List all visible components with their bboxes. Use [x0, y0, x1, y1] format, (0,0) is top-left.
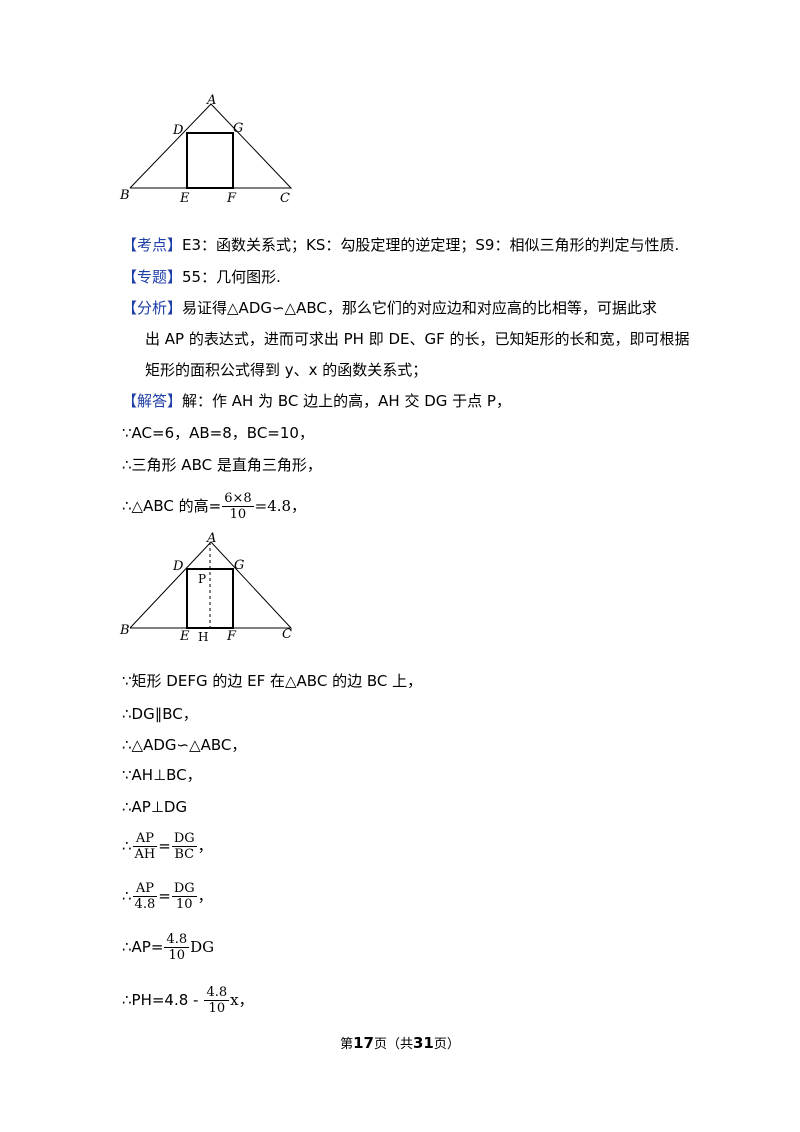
footer-total-pages: 31: [413, 1034, 434, 1052]
fraction-den: 10: [168, 948, 186, 963]
step-5: ∴DG∥BC，: [122, 705, 198, 723]
fraction-den: BC: [174, 847, 195, 862]
fraction-num: DG: [171, 881, 197, 897]
step-2: ∴三角形 ABC 是直角三角形，: [122, 456, 322, 474]
footer-pre: 第: [340, 1037, 354, 1052]
label-p: P: [198, 572, 206, 586]
page-footer: 第17页（共31页）: [0, 1033, 800, 1052]
step-9-post: ，: [197, 837, 213, 855]
fraction-den: 10: [208, 1001, 226, 1016]
step-10-post: ，: [197, 887, 213, 905]
step-3-post: =4.8，: [254, 497, 307, 515]
jieda-tag: 【解答】: [122, 392, 183, 410]
label-f: F: [226, 629, 237, 644]
fraction-num: 6×8: [222, 491, 254, 507]
figure-triangle-rectangle: A D G B E F C: [119, 93, 293, 206]
label-f: F: [226, 191, 237, 206]
label-d: D: [172, 123, 184, 138]
rectangle-defg: [186, 132, 234, 189]
label-g: G: [233, 121, 243, 136]
jieda-line: 【解答】解：作 AH 为 BC 边上的高，AH 交 DG 于点 P，: [122, 391, 511, 411]
fraction-num: 4.8: [164, 932, 190, 948]
step-9-pre: ∴: [122, 837, 132, 855]
equals-sign: =: [158, 887, 171, 905]
fraction-num: AP: [132, 881, 158, 897]
step-10-pre: ∴: [122, 887, 132, 905]
label-h: H: [198, 630, 208, 644]
label-e: E: [179, 191, 190, 206]
step-12-post: x，: [230, 991, 254, 1009]
label-d: D: [172, 559, 184, 574]
kaodian-tag: 【考点】: [122, 236, 183, 254]
fraction-num: DG: [171, 831, 197, 847]
figure-triangle-rectangle-altitude: A D G P B E H F C: [119, 531, 293, 644]
label-e: E: [179, 629, 190, 644]
fraction-num: 4.8: [204, 985, 230, 1001]
kaodian-text: E3：函数关系式；KS：勾股定理的逆定理；S9：相似三角形的判定与性质.: [182, 236, 680, 254]
zhuanti-text: 55：几何图形.: [182, 268, 281, 286]
label-c: C: [280, 191, 290, 206]
fraction-den: AH: [134, 847, 156, 862]
fenxi-tag: 【分析】: [122, 299, 183, 317]
step-6: ∴△ADG∽△ABC，: [122, 736, 247, 754]
fraction-num: AP: [132, 831, 158, 847]
step-11-pre: ∴AP=: [122, 938, 164, 956]
step-7: ∵AH⊥BC，: [122, 766, 202, 784]
kaodian-line: 【考点】E3：函数关系式；KS：勾股定理的逆定理；S9：相似三角形的判定与性质.: [122, 235, 679, 255]
footer-page-number: 17: [353, 1034, 374, 1052]
fenxi-text-1: 易证得△ADG∽△ABC，那么它们的对应边和对应高的比相等，可据此求: [182, 299, 657, 317]
fraction-den: 4.8: [134, 897, 156, 912]
label-a: A: [206, 531, 216, 546]
step-12-pre: ∴PH=4.8 -: [122, 991, 199, 1009]
label-g: G: [234, 558, 244, 573]
triangle-abc: [129, 103, 293, 189]
footer-post: 页）: [433, 1037, 460, 1052]
fenxi-line-2: 出 AP 的表达式，进而可求出 PH 即 DE、GF 的长，已知矩形的长和宽，即…: [145, 330, 690, 348]
label-a: A: [206, 93, 216, 108]
label-b: B: [119, 623, 130, 638]
fenxi-line-3: 矩形的面积公式得到 y、x 的函数关系式；: [145, 361, 428, 379]
step-4: ∵矩形 DEFG 的边 EF 在△ABC 的边 BC 上，: [122, 672, 423, 690]
step-11-post: DG: [190, 938, 215, 956]
step-8: ∴AP⊥DG: [122, 798, 188, 816]
label-b: B: [119, 188, 130, 203]
step-3-pre: ∴△ABC 的高=: [122, 497, 222, 515]
equals-sign: =: [158, 837, 171, 855]
zhuanti-tag: 【专题】: [122, 268, 183, 286]
fenxi-line-1: 【分析】易证得△ADG∽△ABC，那么它们的对应边和对应高的比相等，可据此求: [122, 298, 657, 318]
jieda-text: 解：作 AH 为 BC 边上的高，AH 交 DG 于点 P，: [182, 392, 511, 410]
zhuanti-line: 【专题】55：几何图形.: [122, 267, 281, 287]
step-1: ∵AC=6，AB=8，BC=10，: [122, 424, 314, 442]
label-c: C: [282, 627, 292, 642]
fraction-den: 10: [175, 897, 193, 912]
fraction-den: 10: [229, 507, 247, 522]
footer-mid: 页（共: [373, 1037, 413, 1052]
